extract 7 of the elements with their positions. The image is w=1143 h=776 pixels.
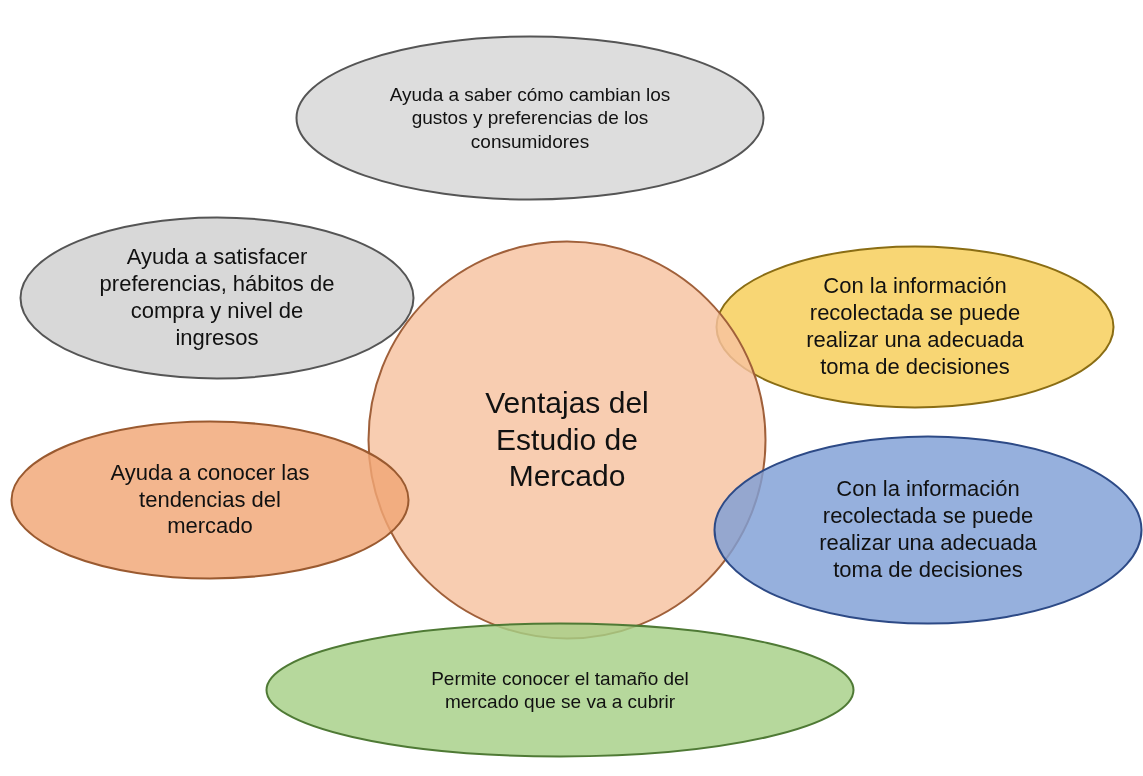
node-text: Con la información recolectada se puede realizar una adecuada toma de decisiones [818,476,1038,584]
node-text: Ayuda a satisfacer preferencias, hábitos de compra y nivel de ingresos [98,244,336,352]
node-text: Ayuda a conocer las tendencias del mercado [109,459,311,541]
title-text: Ventajas del Estudio de Mercado [484,385,650,495]
node-text: Con la información recolectada se puede realizar una adecuada toma de decisiones [805,273,1025,381]
node-text: Ayuda a saber cómo cambian los gustos y preferencias de los consumidores [388,83,672,153]
node-text: Permite conocer el tamaño del mercado que se va a cubrir [430,666,690,714]
